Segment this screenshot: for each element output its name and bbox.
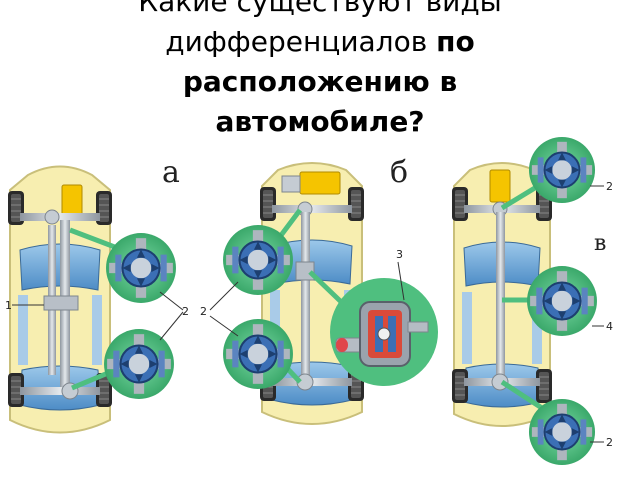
callout-2-c-top: 2: [606, 180, 613, 193]
title-line-2-bold: по: [436, 25, 475, 58]
callout-3: 3: [396, 248, 403, 261]
title-line-2-normal: дифференциалов: [165, 25, 437, 58]
diff-b-rear: [222, 318, 294, 390]
diff-c-center: [526, 265, 598, 337]
title-line-4: автомобиле?: [0, 102, 640, 142]
title-line-4-bold: автомобиле?: [215, 105, 425, 138]
center-differential-cutaway: [330, 261, 438, 386]
callout-4: 4: [606, 320, 613, 333]
diff-c-front: [528, 136, 596, 204]
diff-c-rear: [528, 398, 596, 466]
callout-2-b: 2: [200, 305, 207, 318]
diff-a-front: [105, 232, 177, 304]
callout-2-a: 2: [182, 305, 189, 318]
title-line-1: Какие существуют виды: [138, 0, 502, 18]
page-title: Какие существуют виды дифференциалов по …: [0, 0, 640, 142]
callout-1: 1: [5, 299, 12, 312]
title-line-3: расположению в: [0, 62, 640, 102]
title-line-2: дифференциалов по: [0, 22, 640, 62]
label-b: б: [390, 155, 408, 190]
car-a: [8, 165, 129, 434]
title-line-3-bold: расположению в: [182, 65, 458, 98]
label-v: в: [594, 231, 606, 256]
diff-a-rear: [103, 328, 175, 400]
diff-b-front: [222, 224, 294, 296]
car-c: [452, 162, 552, 427]
label-a: а: [162, 155, 180, 190]
callout-2-c-bottom: 2: [606, 436, 613, 449]
